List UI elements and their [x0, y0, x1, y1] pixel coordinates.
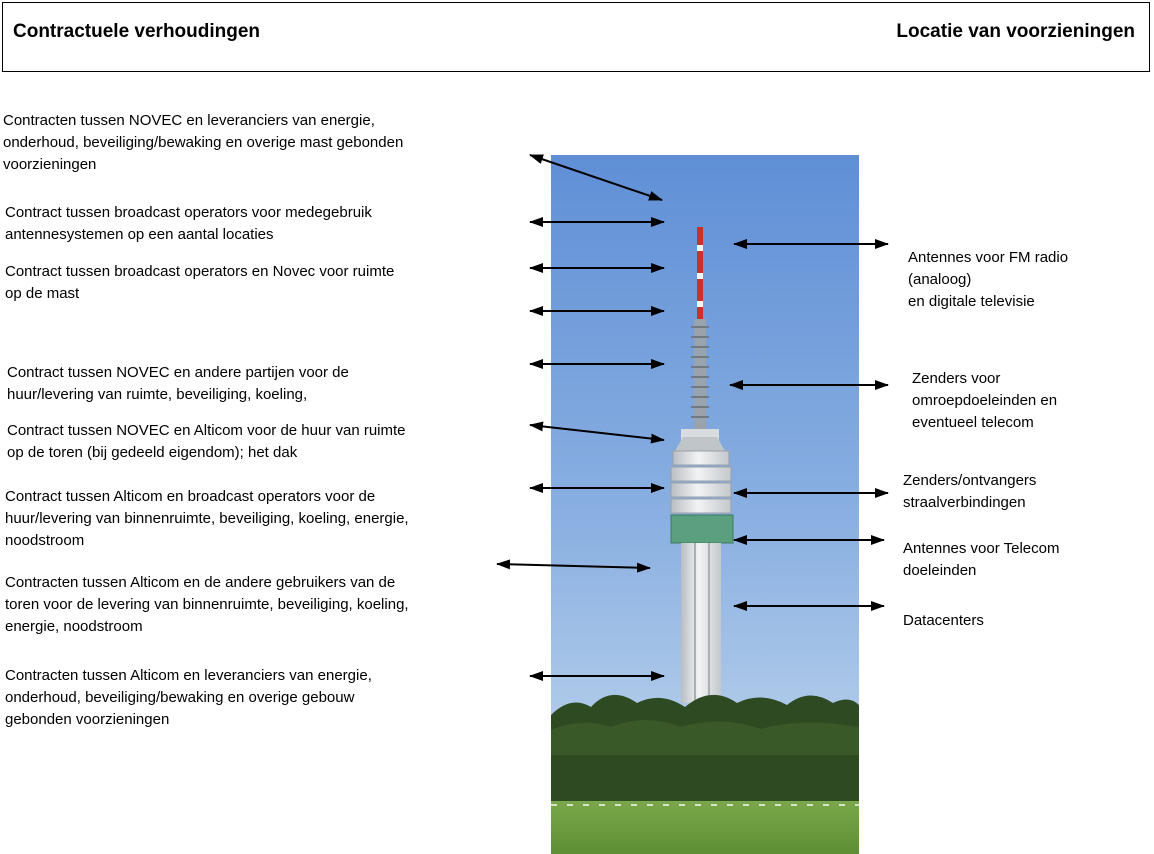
trees-highlight [551, 720, 859, 755]
right-title: Locatie van voorzieningen [896, 21, 1135, 42]
label-line: en digitale televisie [908, 293, 1035, 310]
label-line: huur/levering van ruimte, beveiliging, k… [7, 386, 308, 403]
label-line: Antennes voor Telecom [903, 540, 1060, 557]
right-label-4: Antennes voor Telecom doeleinden [903, 538, 1059, 582]
left-label-4: Contract tussen NOVEC en andere partijen… [7, 362, 349, 406]
label-line: Contracten tussen NOVEC en leveranciers … [3, 112, 375, 129]
label-line: (analoog) [908, 271, 972, 288]
label-line: op de mast [5, 285, 80, 302]
left-label-7: Contracten tussen Alticom en de andere g… [5, 572, 409, 638]
label-line: huur/levering van binnenruimte, beveilig… [5, 510, 409, 527]
right-label-5: Datacenters [903, 610, 984, 632]
left-label-3: Contract tussen broadcast operators en N… [5, 261, 394, 305]
tower-platforms [670, 450, 732, 514]
arrow-left-1 [529, 154, 663, 201]
label-line: op de toren (bij gedeeld eigendom); het … [7, 444, 298, 461]
label-line: omroepdoeleinden en [912, 392, 1058, 409]
label-line: Datacenters [903, 612, 984, 629]
antenna-rings [691, 326, 709, 418]
left-label-8: Contracten tussen Alticom en leverancier… [5, 665, 372, 731]
label-line: Contract tussen Alticom en broadcast ope… [5, 488, 376, 505]
arrow-left-8 [496, 559, 651, 573]
label-line: onderhoud, beveiliging/bewaking en overi… [5, 689, 355, 706]
label-line: voorzieningen [3, 156, 97, 173]
left-label-2: Contract tussen broadcast operators voor… [5, 202, 372, 246]
label-line: toren voor de levering van binnenruimte,… [5, 596, 409, 613]
label-line: Contract tussen NOVEC en andere partijen… [7, 364, 349, 381]
label-line: Antennes voor FM radio [908, 249, 1069, 266]
label-line: Contract tussen NOVEC en Alticom voor de… [7, 422, 406, 439]
label-line: eventueel telecom [912, 414, 1034, 431]
label-line: energie, noodstroom [5, 618, 143, 635]
label-line: onderhoud, beveiliging/bewaking en overi… [3, 134, 404, 151]
mast-stripe [697, 301, 703, 307]
mast-stripe [697, 245, 703, 251]
right-label-3: Zenders/ontvangers straalverbindingen [903, 470, 1036, 514]
arrow-left-6 [529, 421, 665, 444]
tower-shaft [681, 543, 721, 703]
label-line: Contracten tussen Alticom en de andere g… [5, 574, 396, 591]
left-label-1: Contracten tussen NOVEC en leveranciers … [3, 110, 403, 176]
right-label-1: Antennes voor FM radio (analoog) en digi… [908, 247, 1068, 313]
label-line: Contracten tussen Alticom en leverancier… [5, 667, 372, 684]
label-line: Contract tussen broadcast operators voor… [5, 204, 372, 221]
tower-roof [675, 437, 725, 451]
left-label-6: Contract tussen Alticom en broadcast ope… [5, 486, 409, 552]
label-line: Zenders/ontvangers [903, 472, 1037, 489]
right-label-2: Zenders voor omroepdoeleinden en eventue… [912, 368, 1057, 434]
label-line: gebonden voorzieningen [5, 711, 170, 728]
label-line: noodstroom [5, 532, 85, 549]
header-box: Contractuele verhoudingen Locatie van vo… [2, 2, 1150, 72]
label-line: antennesystemen op een aantal locaties [5, 226, 274, 243]
grass [551, 801, 859, 854]
label-line: Zenders voor [912, 370, 1001, 387]
label-line: Contract tussen broadcast operators en N… [5, 263, 395, 280]
left-label-5: Contract tussen NOVEC en Alticom voor de… [7, 420, 406, 464]
label-line: doeleinden [903, 562, 977, 579]
mast-stripe [697, 273, 703, 279]
left-title: Contractuele verhoudingen [13, 21, 261, 42]
label-line: straalverbindingen [903, 494, 1026, 511]
